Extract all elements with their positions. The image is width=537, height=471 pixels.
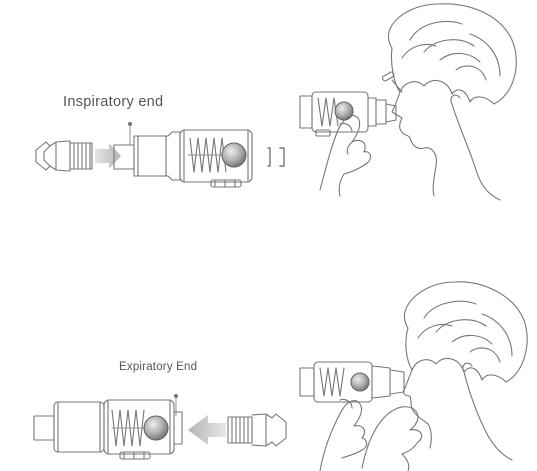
inspiratory-end-label: Inspiratory end (63, 94, 163, 110)
mouthpiece-icon (36, 141, 92, 171)
device-icon (34, 395, 182, 460)
mouthpiece-icon (228, 414, 286, 446)
person-icon (300, 4, 516, 200)
nose-clip-icon (382, 71, 402, 92)
bottom-panel (34, 282, 527, 471)
person-icon (300, 282, 527, 471)
arrow-icon (188, 415, 226, 445)
hand-icon (362, 407, 422, 471)
expiratory-end-label: Expiratory End (119, 361, 197, 373)
hand-icon (320, 116, 370, 196)
device-icon (114, 123, 284, 188)
hand-icon (320, 399, 367, 471)
arrow-icon (95, 143, 121, 169)
